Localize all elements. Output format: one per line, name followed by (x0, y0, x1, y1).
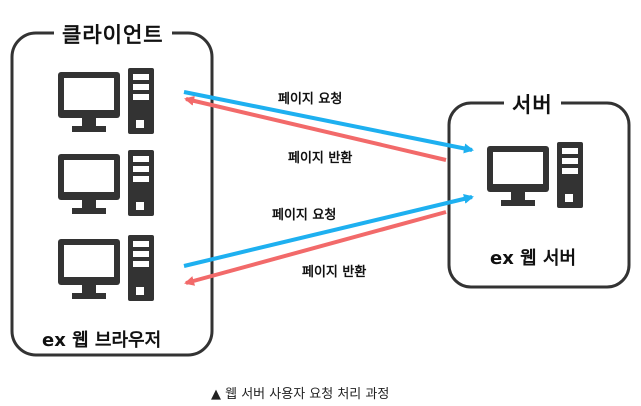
client-computer-1-icon (58, 68, 154, 134)
response-arrow-1 (184, 95, 447, 162)
request-arrow-2 (183, 194, 474, 268)
arrow-label-response-1: 페이지 반환 (288, 151, 353, 166)
client-name: ex 웹 브라우저 (42, 330, 162, 351)
response-arrow-2 (184, 210, 447, 286)
arrow-label-response-2: 페이지 반환 (302, 265, 367, 280)
server-name: ex 웹 서버 (490, 248, 577, 269)
arrow-label-request-2: 페이지 요청 (272, 208, 337, 223)
server-computer-icon (487, 142, 583, 208)
arrow-label-request-1: 페이지 요청 (278, 92, 343, 107)
figure-caption: ▲ 웹 서버 사용자 요청 처리 과정 (211, 387, 390, 402)
request-arrow-1 (183, 90, 474, 154)
client-title: 클라이언트 (54, 19, 172, 49)
client-computer-2-icon (58, 150, 154, 216)
server-title: 서버 (504, 89, 561, 119)
client-computer-3-icon (58, 235, 154, 301)
